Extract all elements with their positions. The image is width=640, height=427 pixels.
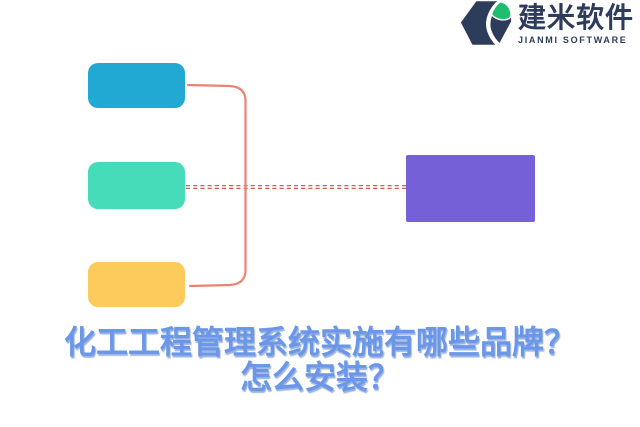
diagram-box-right	[406, 155, 535, 222]
bracket-connector	[186, 83, 247, 288]
brand-text: 建米软件 JIANMI SOFTWARE	[518, 0, 634, 45]
diagram-box-bottom	[88, 262, 185, 307]
jianmi-logo-icon	[460, 0, 512, 46]
page-title-line1: 化工工程管理系统实施有哪些品牌？	[63, 324, 576, 360]
page-title-line2: 怎么安装？	[239, 359, 400, 395]
brand-name-en: JIANMI SOFTWARE	[518, 35, 628, 45]
page-title: 化工工程管理系统实施有哪些品牌？ 怎么安装？	[0, 325, 640, 395]
brand-name-cn: 建米软件	[518, 2, 635, 33]
diagram-box-middle	[88, 162, 185, 209]
brand-logo: 建米软件 JIANMI SOFTWARE	[458, 0, 634, 46]
diagram-box-top	[88, 63, 185, 108]
